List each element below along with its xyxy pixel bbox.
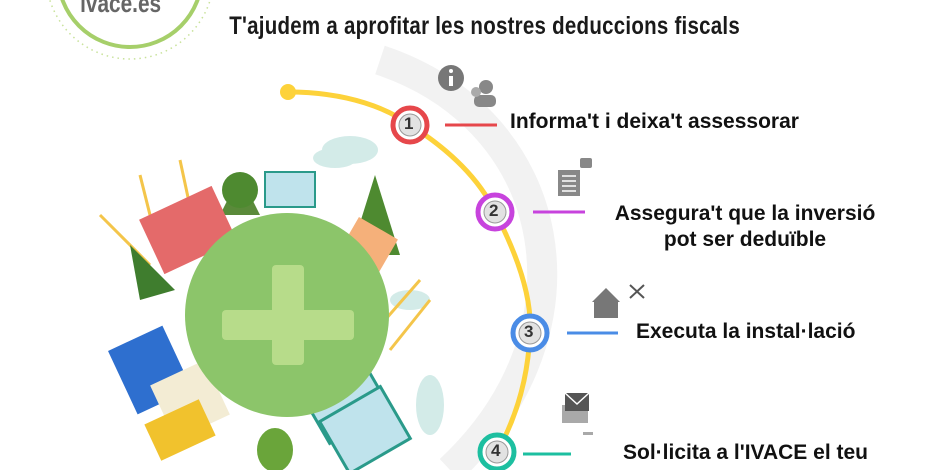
step-4-number: 4 [491, 441, 501, 460]
step-2-text-line-2: pot ser deduïble [663, 228, 827, 251]
document-thumbs-up-icon [558, 158, 592, 196]
envelope-computer-icon [562, 392, 593, 435]
step-1-number: 1 [404, 114, 414, 133]
step-2-text-line-1: Assegura't que la inversió [614, 202, 876, 225]
step-3-text: Executa la instal·lació [636, 320, 856, 343]
step-4-text: Sol·licita a l'IVACE el teu [623, 441, 868, 464]
arc-start-dot [280, 84, 296, 100]
background-swoosh [375, 45, 557, 470]
step-2-number: 2 [489, 201, 499, 220]
step-3-number: 3 [524, 322, 534, 341]
logo-badge [49, 0, 211, 60]
step-1-text: Informa't i deixa't assessorar [510, 110, 799, 133]
step-4-marker [477, 432, 571, 470]
step-2-marker [475, 192, 585, 232]
step-3-marker [510, 313, 618, 353]
house-tools-icon [592, 284, 645, 318]
plus-icon [222, 265, 354, 365]
page-title: T'ajudem a aprofitar les nostres deducci… [229, 12, 741, 40]
info-and-users-icon [438, 65, 496, 107]
logo-text[interactable]: ivace.es [80, 0, 162, 18]
step-1-marker [390, 105, 497, 145]
